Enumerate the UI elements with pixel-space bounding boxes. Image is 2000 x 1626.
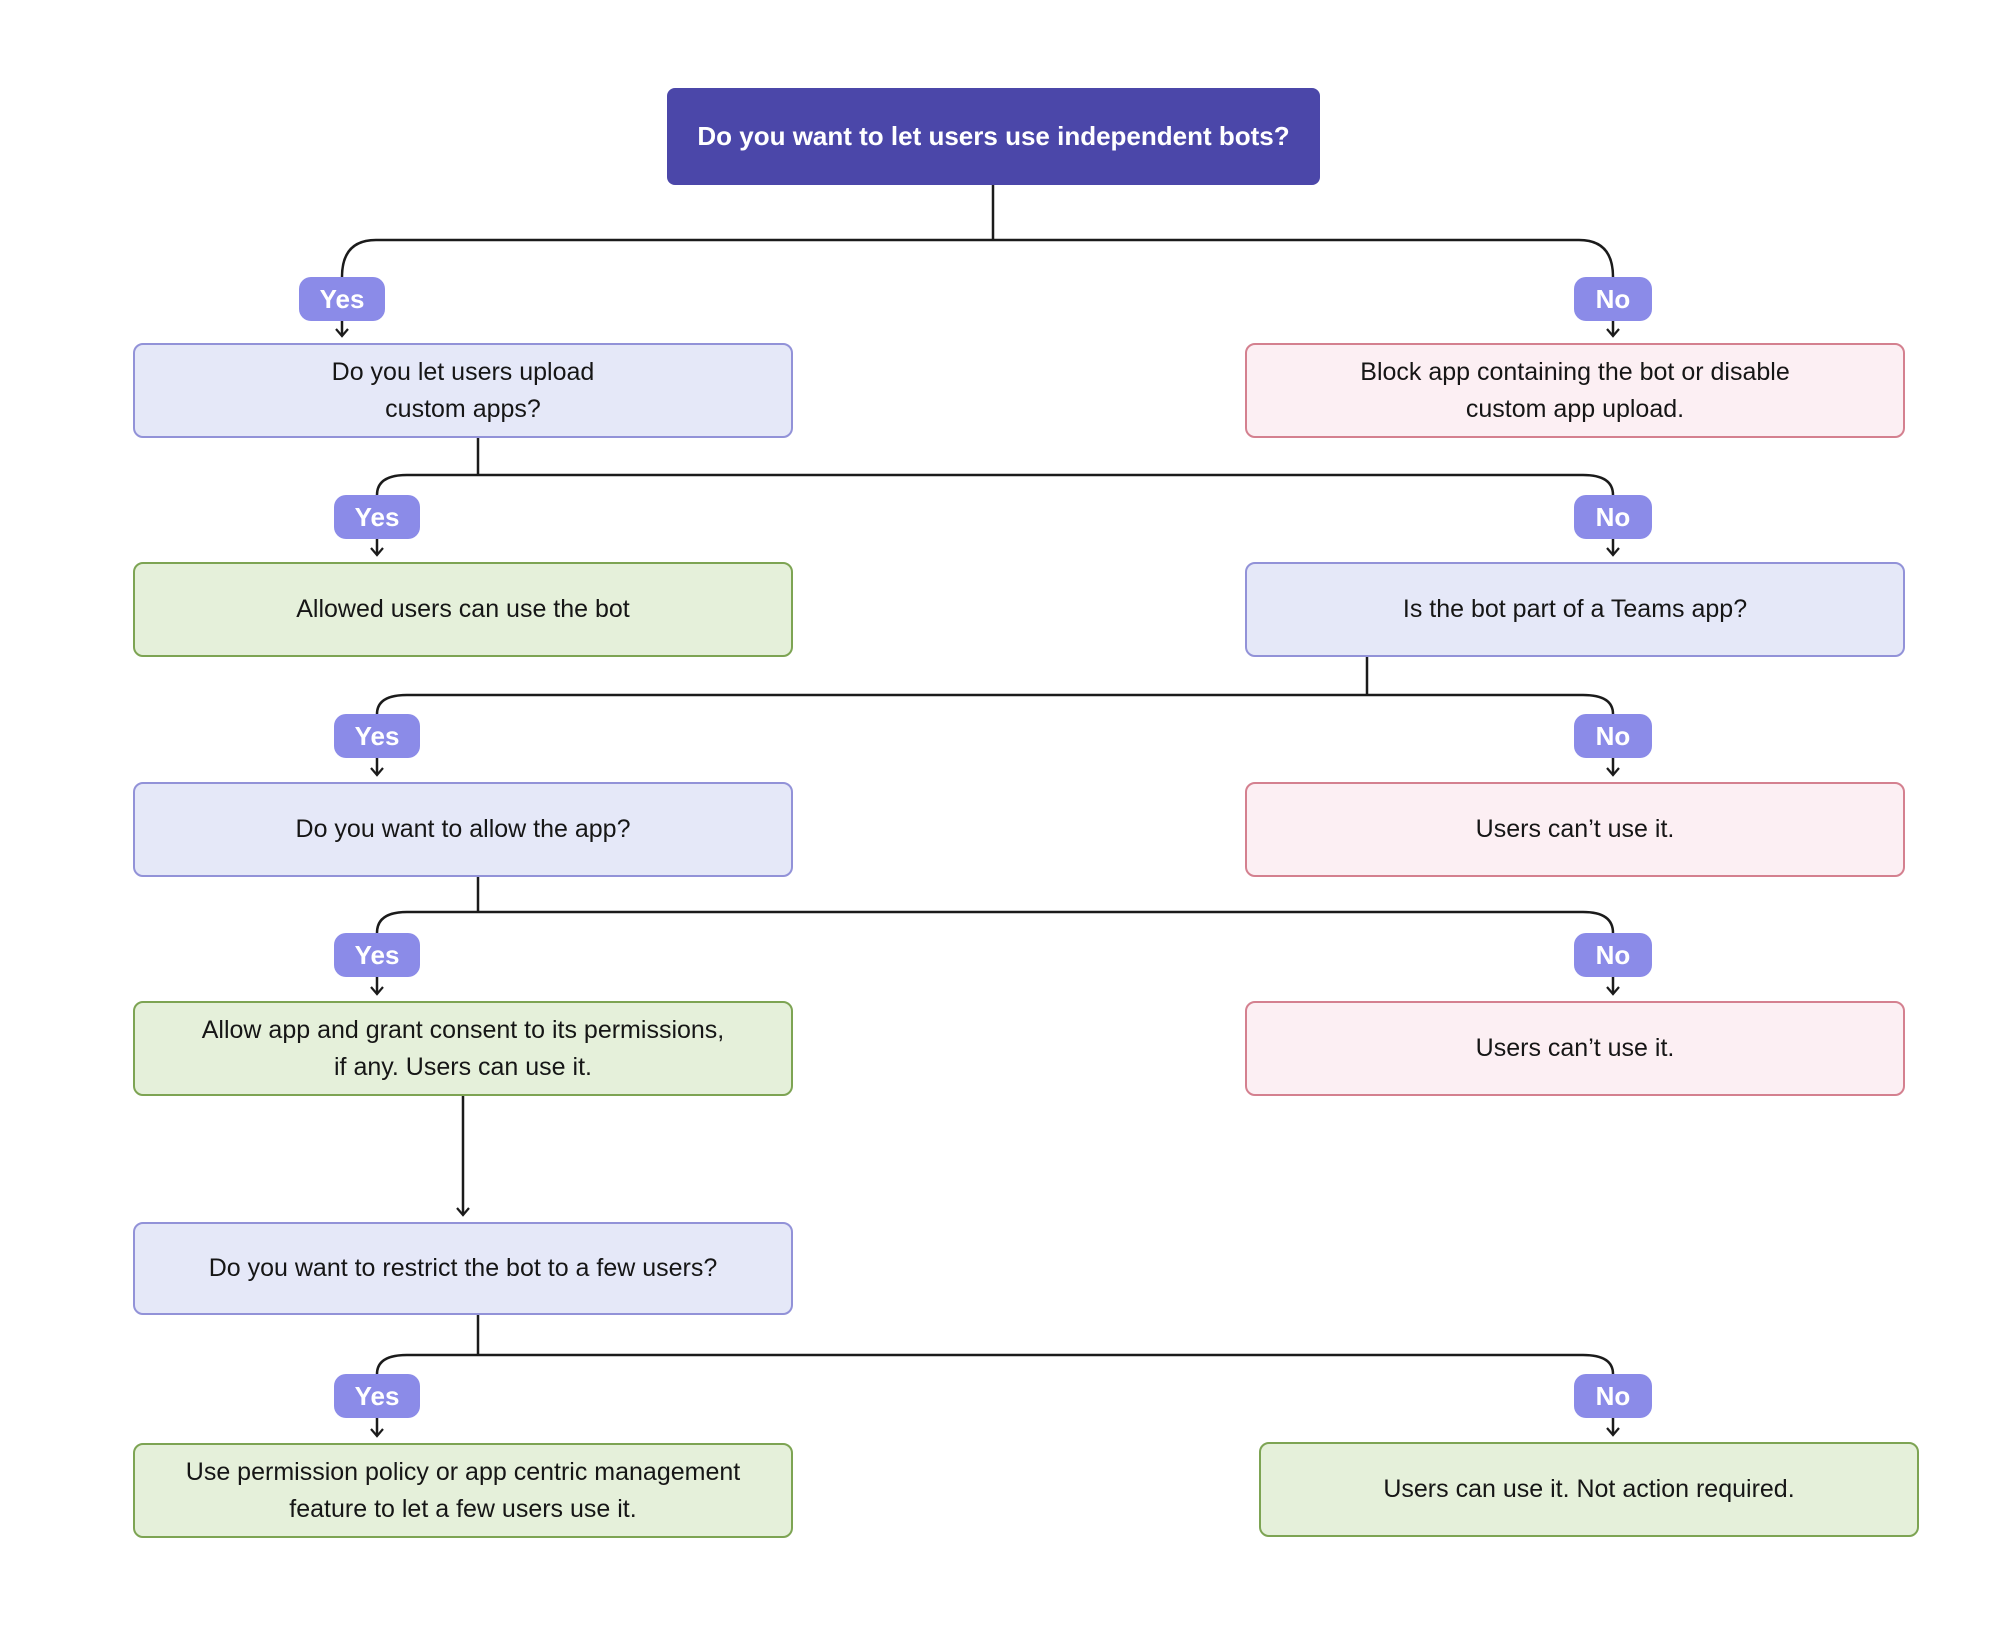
node-users-cant-use-outcome-1: Users can’t use it. [1245,782,1905,877]
node-text-line: Use permission policy or app centric man… [185,1458,741,1487]
node-teams-app-question: Is the bot part of a Teams app? [1245,562,1905,657]
branch-label-yes-1: Yes [299,277,385,321]
node-allowed-users-outcome: Allowed users can use the bot [133,562,793,657]
node-text-line: Do you want to let users use independent… [697,120,1290,151]
node-users-cant-use-outcome-2: Users can’t use it. [1245,1001,1905,1096]
node-text-line: Do you want to restrict the bot to a few… [208,1254,718,1283]
node-text-line: Users can’t use it. [1475,815,1675,844]
branch-label-yes-3: Yes [334,714,420,758]
node-allow-grant-consent-outcome: Allow app and grant consent to its permi… [133,1001,793,1096]
node-text-line: Users can’t use it. [1475,1034,1675,1063]
node-permission-policy-outcome: Use permission policy or app centric man… [133,1443,793,1538]
node-text-line: Do you want to allow the app? [295,815,631,844]
branch-label-no-3: No [1574,714,1652,758]
branch-label-no-4: No [1574,933,1652,977]
branch-label-no-5: No [1574,1374,1652,1418]
node-text-line: Is the bot part of a Teams app? [1402,595,1748,624]
node-upload-custom-apps-question: Do you let users upload custom apps? [133,343,793,438]
node-text-line: custom apps? [385,394,541,423]
node-text-line: Do you let users upload [331,358,595,387]
node-allow-app-question: Do you want to allow the app? [133,782,793,877]
node-text-line: Users can use it. Not action required. [1383,1475,1795,1504]
branch-label-yes-2: Yes [334,495,420,539]
node-text-line: custom app upload. [1465,394,1685,423]
node-block-app-outcome: Block app containing the bot or disable … [1245,343,1905,438]
node-root-question: Do you want to let users use independent… [667,88,1320,185]
node-text-line: Allowed users can use the bot [296,595,630,624]
node-users-can-use-outcome: Users can use it. Not action required. [1259,1442,1919,1537]
node-text-line: Allow app and grant consent to its permi… [201,1016,725,1045]
node-text-line: feature to let a few users use it. [289,1494,637,1523]
branch-label-yes-5: Yes [334,1374,420,1418]
branch-label-yes-4: Yes [334,933,420,977]
branch-label-no-2: No [1574,495,1652,539]
node-text-line: Block app containing the bot or disable [1360,358,1790,387]
branch-label-no-1: No [1574,277,1652,321]
node-text-line: if any. Users can use it. [334,1052,592,1081]
node-restrict-bot-question: Do you want to restrict the bot to a few… [133,1222,793,1315]
